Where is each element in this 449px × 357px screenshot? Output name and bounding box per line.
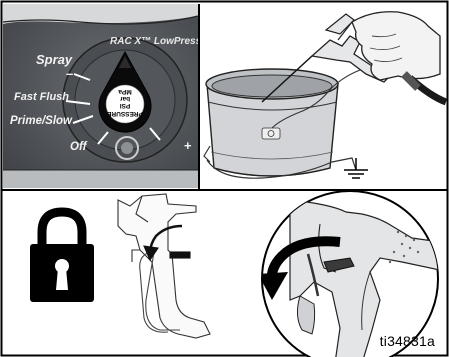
panel-bottom-bezel [3,170,198,188]
psi-text: PSI [120,102,131,109]
spray-label: Spray [36,52,73,67]
prime-slow-label: Prime/Slow [10,115,73,127]
fast-flush-label: Fast Flush [14,91,69,103]
control-panel: PRESSURE PSI bar MPa RAC X™ LowPressure … [3,4,217,188]
plus-mark: + [184,138,192,153]
off-label: Off [70,141,88,153]
pressure-text: PRESSURE [106,110,142,117]
bar-text: bar [119,95,130,102]
minus-mark: – [66,66,73,81]
figure-id: ti34831a [380,333,435,349]
mpa-text: MPa [118,88,132,95]
